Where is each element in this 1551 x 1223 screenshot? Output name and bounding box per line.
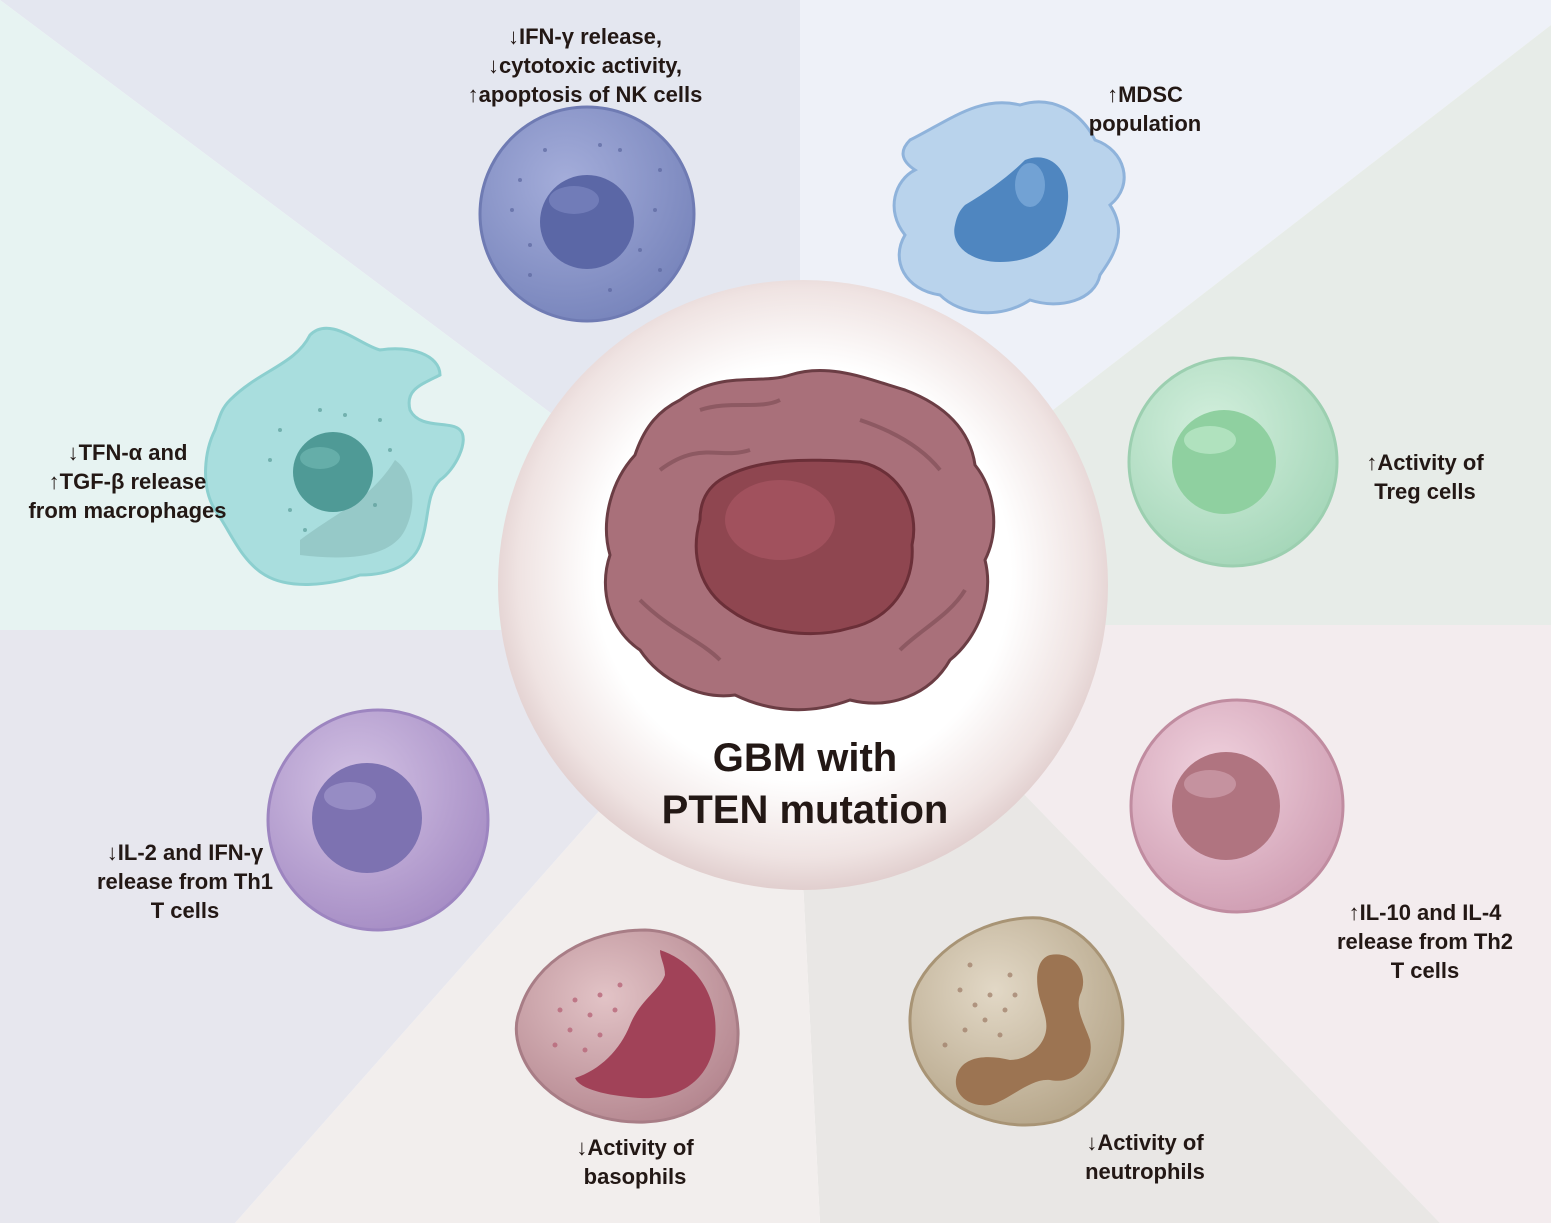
basophil-label-line-1: ↓Activity of xyxy=(576,1135,694,1160)
th2-cell xyxy=(1129,698,1345,914)
nk-label-line-2: ↓cytotoxic activity, xyxy=(488,53,682,78)
mdsc-label: ↑MDSC population xyxy=(1065,80,1225,138)
nk-cell-label: ↓IFN-γ release, ↓cytotoxic activity, ↑ap… xyxy=(430,22,740,109)
treg-label-line-1: ↑Activity of xyxy=(1366,450,1484,475)
th2-label: ↑IL-10 and IL-4 release from Th2 T cells xyxy=(1315,898,1535,985)
th1-label: ↓IL-2 and IFN-γ release from Th1 T cells xyxy=(70,838,300,925)
treg-label-line-2: Treg cells xyxy=(1374,479,1476,504)
nk-cell xyxy=(478,105,696,323)
macrophage-label-line-1: ↓TFN-α and xyxy=(67,440,188,465)
center-title: GBM with PTEN mutation xyxy=(600,732,1010,836)
macrophage-label: ↓TFN-α and ↑TGF-β release from macrophag… xyxy=(10,438,245,525)
basophil-label-line-2: basophils xyxy=(583,1164,687,1189)
treg-cell xyxy=(1127,356,1339,568)
basophil-label: ↓Activity of basophils xyxy=(555,1133,715,1191)
th2-label-line-1: ↑IL-10 and IL-4 xyxy=(1348,900,1502,925)
neutrophil-label: ↓Activity of neutrophils xyxy=(1060,1128,1230,1186)
th2-label-line-3: T cells xyxy=(1390,958,1460,983)
macrophage-label-line-2: ↑TGF-β release xyxy=(48,469,207,494)
neutrophil-cell xyxy=(908,916,1125,1127)
mdsc-label-line-1: ↑MDSC xyxy=(1107,82,1183,107)
th1-cell xyxy=(266,708,490,932)
nk-label-line-3: ↑apoptosis of NK cells xyxy=(467,82,703,107)
th1-label-line-3: T cells xyxy=(150,898,220,923)
neutrophil-label-line-1: ↓Activity of xyxy=(1086,1130,1204,1155)
basophil-cell xyxy=(514,928,740,1124)
mdsc-cell xyxy=(892,100,1126,315)
th1-label-line-1: ↓IL-2 and IFN-γ xyxy=(106,840,264,865)
treg-label: ↑Activity of Treg cells xyxy=(1345,448,1505,506)
th2-label-line-2: release from Th2 xyxy=(1336,929,1514,954)
tumor-cell xyxy=(603,368,996,712)
mdsc-label-line-2: population xyxy=(1088,111,1202,136)
macrophage-label-line-3: from macrophages xyxy=(28,498,227,523)
nk-label-line-1: ↓IFN-γ release, xyxy=(507,24,663,49)
th1-label-line-2: release from Th1 xyxy=(96,869,274,894)
center-title-line-1: GBM with xyxy=(712,736,898,780)
center-title-line-2: PTEN mutation xyxy=(661,788,949,832)
neutrophil-label-line-2: neutrophils xyxy=(1085,1159,1205,1184)
macrophage-cell xyxy=(204,326,465,586)
